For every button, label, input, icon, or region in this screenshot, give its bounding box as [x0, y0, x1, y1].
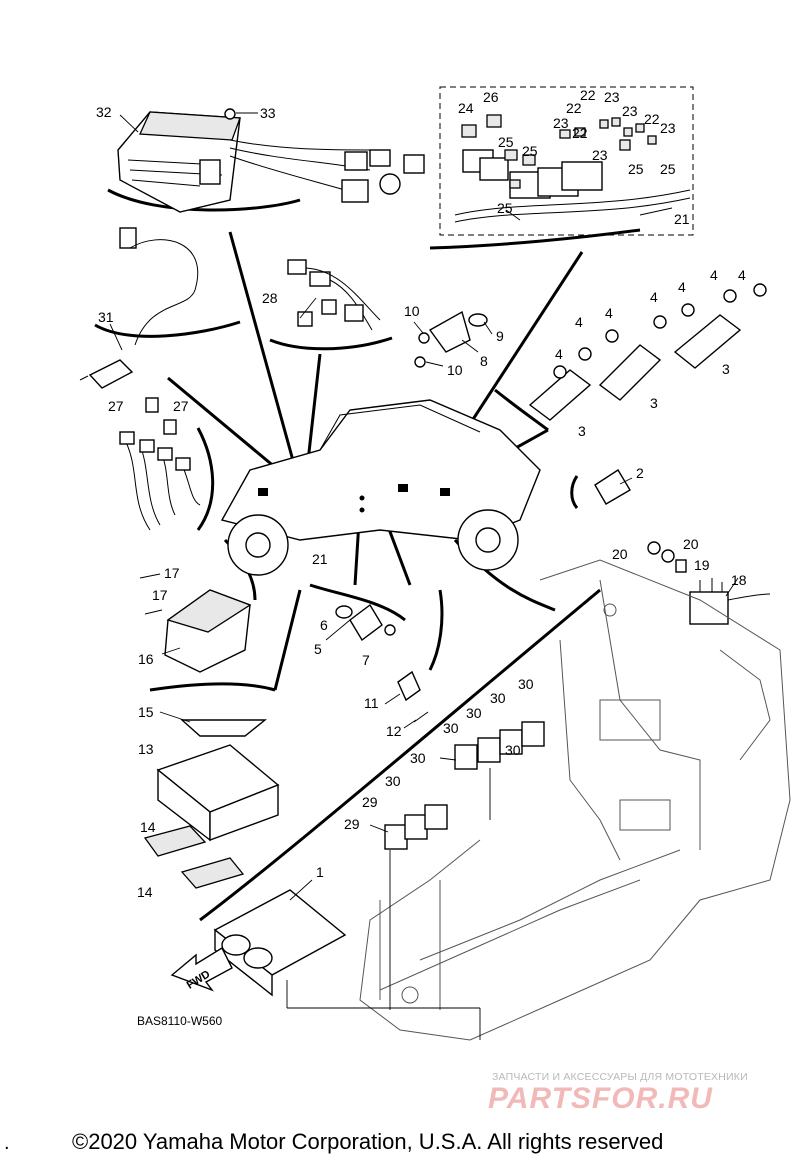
callout-17: 17 — [164, 565, 180, 581]
callout-3: 3 — [722, 361, 730, 377]
callout-23: 23 — [604, 89, 620, 105]
callout-28: 28 — [262, 290, 278, 306]
callout-31: 31 — [98, 309, 114, 325]
callout-11: 11 — [364, 695, 379, 711]
ignition-coils-3 — [528, 283, 767, 421]
callout-9: 9 — [496, 328, 504, 344]
callout-30: 30 — [466, 705, 482, 721]
harness-28 — [287, 259, 381, 331]
callout-7: 7 — [362, 652, 370, 668]
watermark-brand: PARTSFOR.RU — [488, 1082, 713, 1115]
callout-4: 4 — [575, 314, 583, 330]
forward-arrow-icon — [170, 947, 233, 992]
relay-18 — [647, 541, 771, 625]
harness-27 — [119, 397, 201, 531]
callout-27: 27 — [108, 398, 124, 414]
callout-13: 13 — [138, 741, 154, 757]
diagram-code: BAS8110-W560 — [137, 1014, 223, 1028]
callout-26: 26 — [483, 89, 499, 105]
vehicle-illustration — [220, 399, 541, 576]
callout-1: 1 — [316, 864, 324, 880]
callout-23: 23 — [553, 115, 569, 131]
callout-30: 30 — [385, 773, 401, 789]
callout-25: 25 — [522, 143, 538, 159]
callout-4: 4 — [605, 305, 613, 321]
detail-inset-connectors — [439, 86, 694, 236]
callout-17: 17 — [152, 587, 168, 603]
callout-10: 10 — [404, 303, 420, 319]
callout-25: 25 — [497, 200, 513, 216]
callout-32: 32 — [96, 104, 112, 120]
callout-22: 22 — [580, 87, 596, 103]
callout-30: 30 — [518, 676, 534, 692]
callout-6: 6 — [320, 617, 328, 633]
frame-outline — [359, 559, 791, 1041]
callout-4: 4 — [555, 346, 563, 362]
callout-30: 30 — [443, 720, 459, 736]
callout-4: 4 — [738, 267, 746, 283]
callout-23: 23 — [592, 147, 608, 163]
callout-23: 23 — [660, 120, 676, 136]
battery-13 — [143, 719, 280, 889]
callout-20: 20 — [612, 546, 628, 562]
callout-4: 4 — [678, 279, 686, 295]
callout-19: 19 — [694, 557, 710, 573]
callout-2: 2 — [636, 465, 644, 481]
callout-4: 4 — [710, 267, 718, 283]
callout-25: 25 — [660, 161, 676, 177]
callout-29: 29 — [344, 816, 360, 832]
callout-12: 12 — [386, 723, 402, 739]
sensor-31 — [79, 227, 198, 389]
watermark-tagline: ЗАПЧАСТИ И АКСЕССУАРЫ ДЛЯ МОТОТЕХНИКИ — [492, 1071, 748, 1083]
callout-24: 24 — [458, 100, 474, 116]
callout-4: 4 — [650, 289, 658, 305]
relays-30 — [384, 721, 545, 850]
callout-30: 30 — [490, 690, 506, 706]
callout-18: 18 — [731, 572, 747, 588]
bracket-8 — [414, 310, 488, 368]
switch-11 — [397, 670, 429, 723]
callout-20: 20 — [683, 536, 699, 552]
callout-numbers: 1 2 3 3 3 4 4 4 4 4 4 4 5 6 7 8 9 10 10 … — [96, 87, 747, 900]
callout-21: 21 — [312, 551, 328, 567]
callout-30: 30 — [410, 750, 426, 766]
callout-25: 25 — [628, 161, 644, 177]
callout-5: 5 — [314, 641, 322, 657]
copyright-notice: ©2020 Yamaha Motor Corporation, U.S.A. A… — [72, 1129, 664, 1154]
callout-14: 14 — [140, 819, 156, 835]
callout-21: 21 — [674, 211, 690, 227]
callout-23: 23 — [622, 103, 638, 119]
box-16 — [139, 573, 252, 673]
callout-16: 16 — [138, 651, 154, 667]
sensor-2 — [594, 469, 631, 505]
callout-22: 22 — [566, 100, 582, 116]
callout-22: 22 — [572, 125, 588, 141]
callout-29: 29 — [362, 794, 378, 810]
callout-22: 22 — [644, 111, 660, 127]
ecu-1 — [213, 889, 347, 997]
callout-25: 25 — [498, 134, 514, 150]
control-unit-32 — [117, 108, 425, 213]
leader-lines — [109, 112, 739, 1040]
callout-8: 8 — [480, 353, 488, 369]
callout-15: 15 — [138, 704, 154, 720]
callout-3: 3 — [650, 395, 658, 411]
left-mark: . — [4, 1132, 10, 1154]
callout-10: 10 — [447, 362, 463, 378]
callout-30: 30 — [505, 742, 521, 758]
callout-3: 3 — [578, 423, 586, 439]
callout-27: 27 — [173, 398, 189, 414]
sensor-5 — [335, 603, 396, 642]
callout-14: 14 — [137, 884, 153, 900]
callout-33: 33 — [260, 105, 276, 121]
